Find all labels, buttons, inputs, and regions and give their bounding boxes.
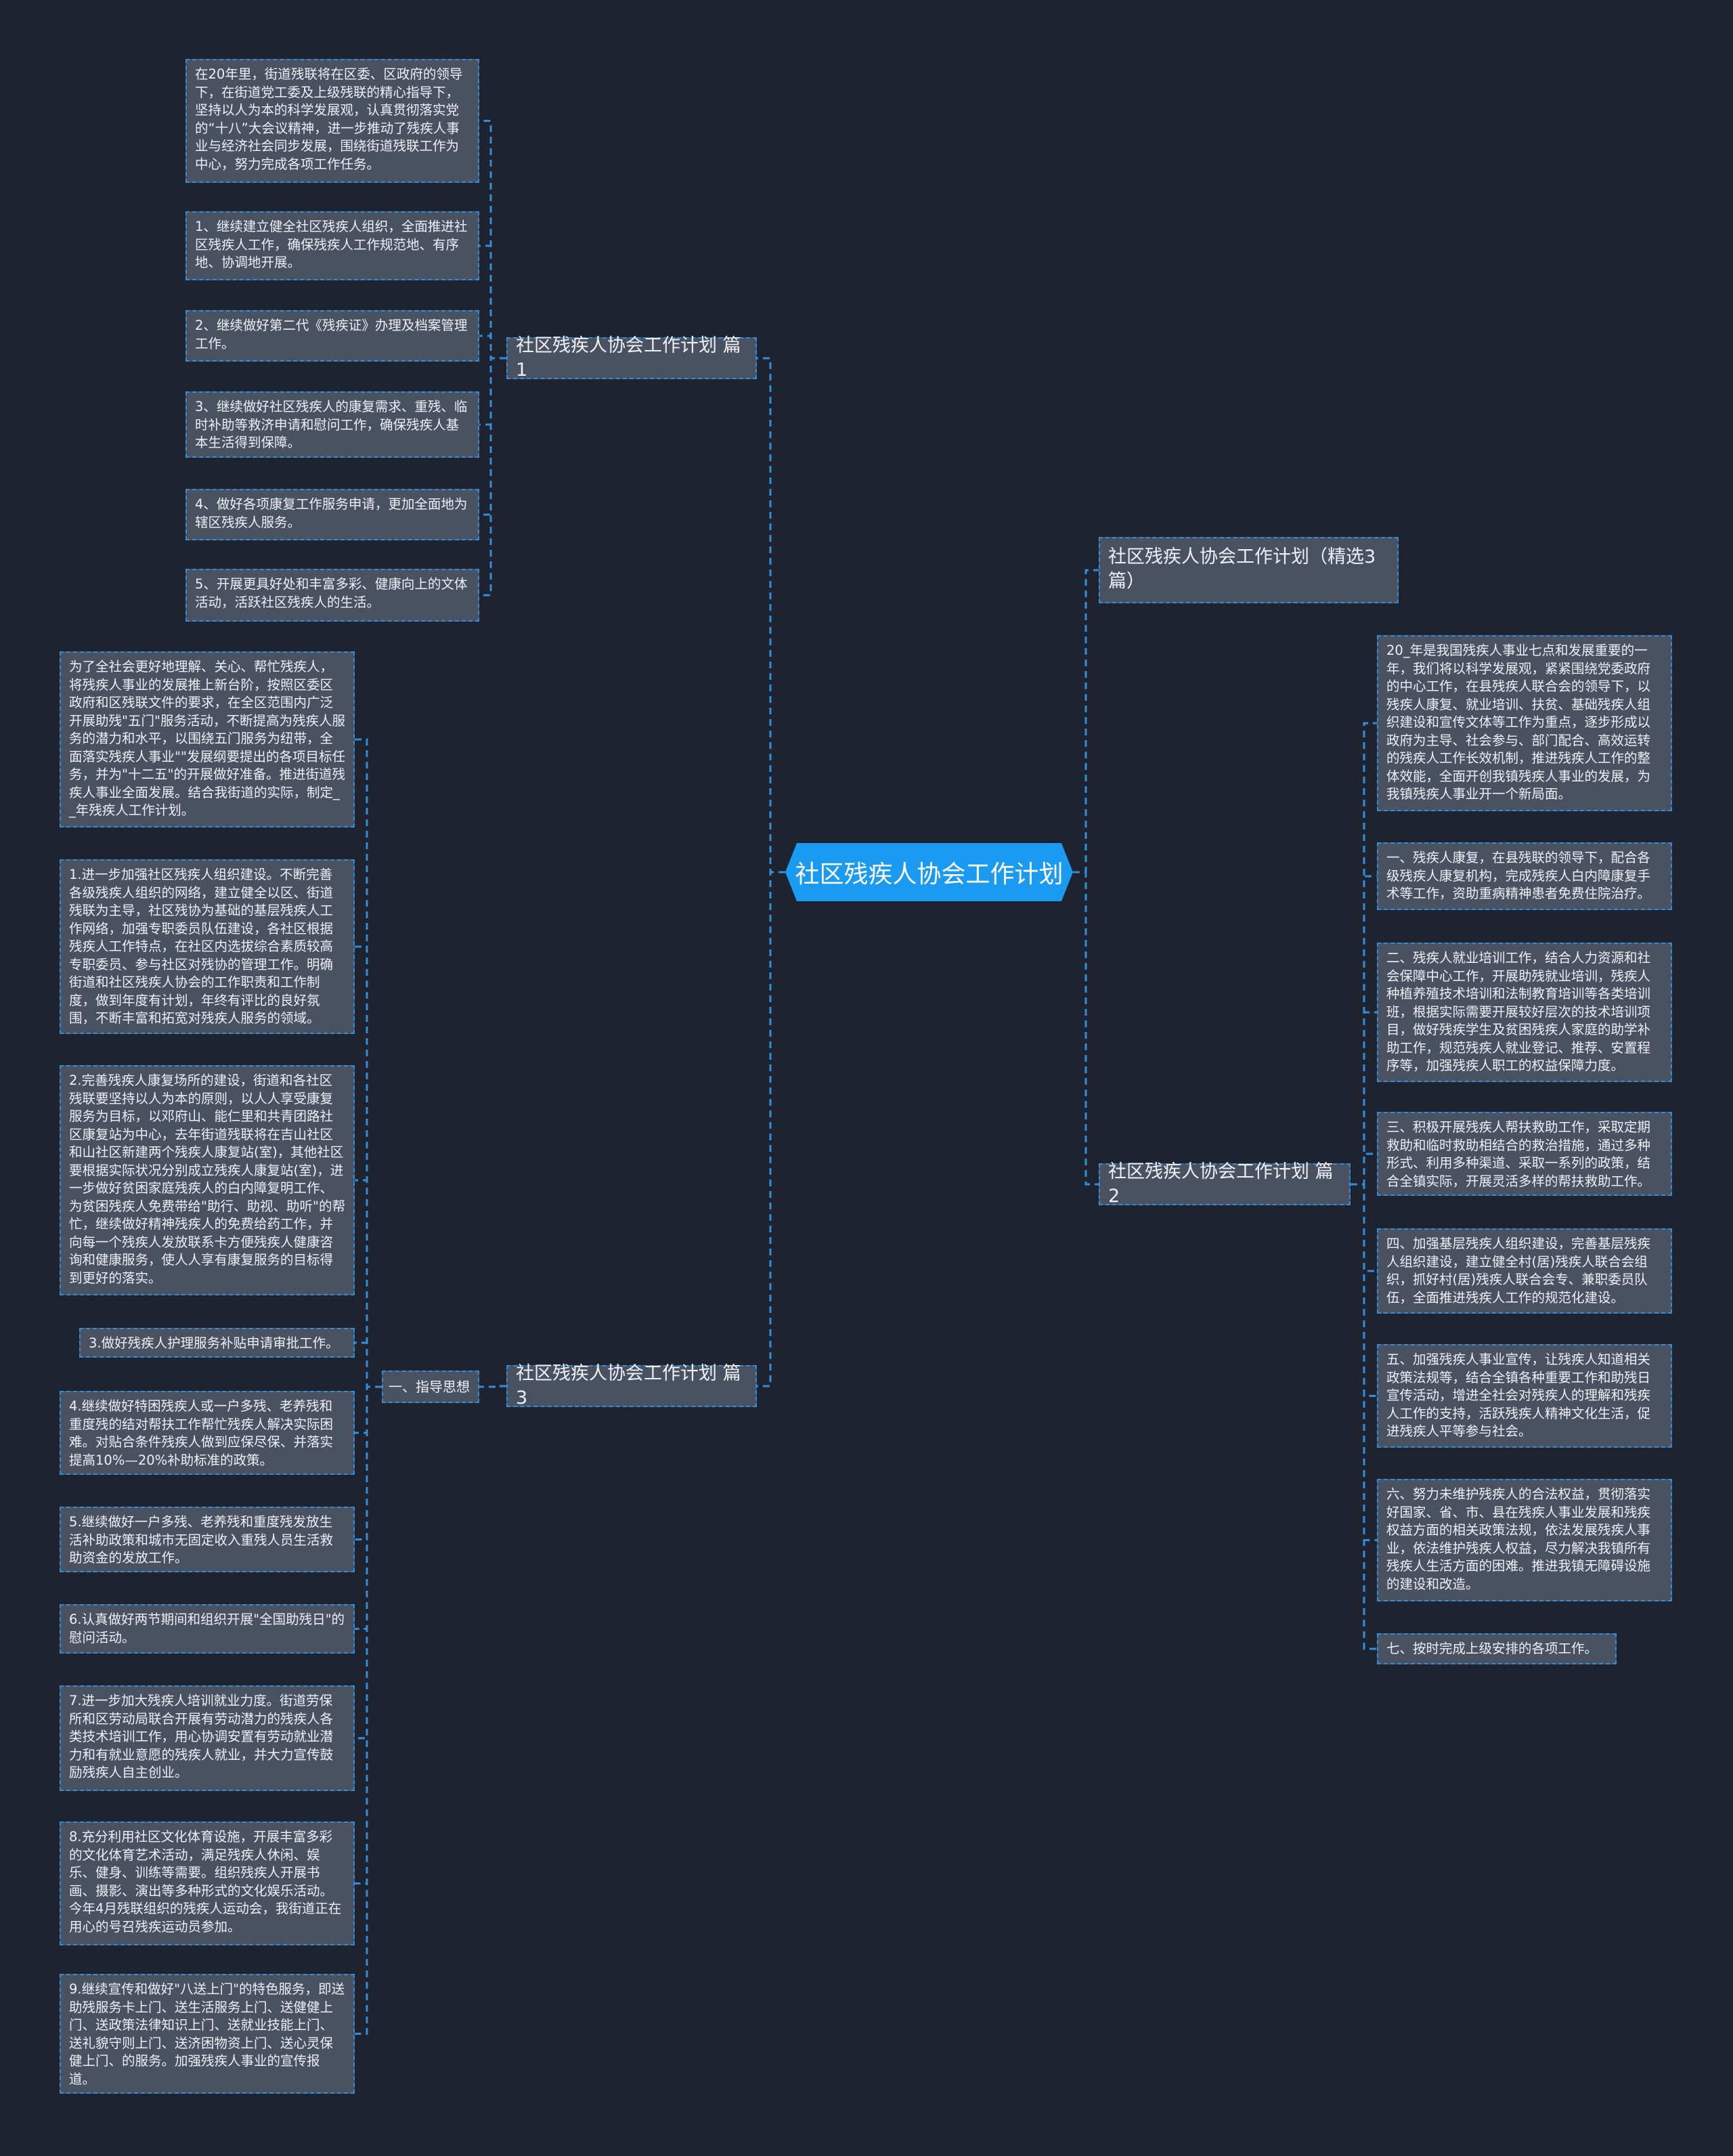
plan3-item[interactable]: 3.做好残疾人护理服务补贴申请审批工作。: [79, 1328, 355, 1358]
connector: [1351, 875, 1377, 1186]
plan3-item[interactable]: 9.继续宣传和做好"八送上门"的特色服务，即送助残服务卡上门、送生活服务上门、送…: [60, 1974, 355, 2094]
plan3-topic[interactable]: 社区残疾人协会工作计划 篇3: [506, 1363, 757, 1408]
connector: [757, 357, 785, 874]
connector: [355, 1385, 382, 1630]
connector: [355, 738, 382, 1388]
plan2-topic[interactable]: 社区残疾人协会工作计划 篇2: [1099, 1161, 1351, 1207]
plan3-label: 社区残疾人协会工作计划 篇3: [516, 1363, 741, 1408]
connector: [355, 1385, 382, 1434]
plan1-topic[interactable]: 社区残疾人协会工作计划 篇1: [506, 335, 757, 381]
connector: [479, 357, 506, 597]
connector: [355, 945, 382, 1388]
plan2-item[interactable]: 六、努力未维护残疾人的合法权益，贯彻落实好国家、省、市、县在残疾人事业发展和残疾…: [1377, 1479, 1672, 1601]
connector: [1351, 1011, 1377, 1186]
connector: [1073, 569, 1099, 874]
connector: [355, 1385, 382, 1540]
plan1-item[interactable]: 2、继续做好第二代《残疾证》办理及档案管理工作。: [185, 310, 479, 362]
connector: [1351, 1183, 1377, 1541]
plan3-item[interactable]: 2.完善残疾人康复场所的建设，街道和各社区残联要坚持以人为本的原则，以人人享受康…: [60, 1065, 355, 1295]
connector: [479, 357, 506, 426]
connector: [1351, 1183, 1377, 1397]
connector: [355, 1385, 382, 1740]
plan3-item[interactable]: 7.进一步加大残疾人培训就业力度。街道劳保所和区劳动局联合开展有劳动潜力的残疾人…: [60, 1685, 355, 1791]
plan2-item[interactable]: 七、按时完成上级安排的各项工作。: [1377, 1633, 1617, 1664]
connector: [479, 335, 506, 360]
plan3-guiding-idea-topic[interactable]: 一、指导思想: [382, 1371, 479, 1403]
root-topic[interactable]: 社区残疾人协会工作计划: [785, 843, 1073, 901]
plan1-item[interactable]: 3、继续做好社区残疾人的康复需求、重残、临时补助等救济申请和慰问工作，确保残疾人…: [185, 391, 479, 458]
plan3-item[interactable]: 为了全社会更好地理解、关心、帮忙残疾人，将残疾人事业的发展推上新台阶，按照区委区…: [60, 651, 355, 827]
connector: [479, 120, 506, 360]
plan2-item[interactable]: 五、加强残疾人事业宣传，让残疾人知道相关政策法规等，结合全镇各种重要工作和助残日…: [1377, 1344, 1672, 1448]
plan1-item[interactable]: 5、开展更具好处和丰富多彩、健康向上的文体活动，活跃社区残疾人的生活。: [185, 569, 479, 622]
plan2-item[interactable]: 20_年是我国残疾人事业七点和发展重要的一年，我们将以科学发展观，紧紧围绕党委政…: [1377, 635, 1672, 811]
connector: [355, 1385, 382, 1884]
plan2-item[interactable]: 三、积极开展残疾人帮扶救助工作，采取定期救助和临时救助相结合的救治措施，通过多种…: [1377, 1112, 1672, 1196]
connector: [1351, 1152, 1377, 1186]
plan2-label: 社区残疾人协会工作计划 篇2: [1108, 1161, 1334, 1207]
plan2-item[interactable]: 二、残疾人就业培训工作，结合人力资源和社会保障中心工作，开展助残就业培训，残疾人…: [1377, 943, 1672, 1082]
connector: [1351, 1183, 1377, 1272]
connector: [479, 357, 506, 516]
plan1-label: 社区残疾人协会工作计划 篇1: [516, 335, 741, 381]
plan3-item[interactable]: 5.继续做好一户多残、老养残和重度残发放生活补助政策和城市无固定收入重残人员生活…: [60, 1507, 355, 1572]
connector: [479, 244, 506, 360]
connector: [479, 1385, 506, 1388]
plan3-item[interactable]: 8.充分利用社区文化体育设施，开展丰富多彩的文化体育艺术活动，满足残疾人休闲、娱…: [60, 1821, 355, 1945]
plan3-item[interactable]: 1.进一步加强社区残疾人组织建设。不断完善各级残疾人组织的网络，建立健全以区、街…: [60, 859, 355, 1034]
connector: [757, 871, 785, 1387]
connector: [1351, 722, 1377, 1186]
connector: [1073, 871, 1099, 1186]
title-topic-label: 社区残疾人协会工作计划（精选3篇）: [1108, 546, 1376, 592]
plan3-sub-label: 一、指导思想: [389, 1379, 470, 1395]
plan1-item[interactable]: 在20年里，街道残联将在区委、区政府的领导下，在街道党工委及上级残联的精心指导下…: [185, 59, 479, 183]
plan3-item[interactable]: 4.继续做好特困残疾人或一户多残、老养残和重度残的结对帮扶工作帮忙残疾人解决实际…: [60, 1391, 355, 1475]
connector: [355, 1385, 382, 2035]
plan2-item[interactable]: 一、残疾人康复，在县残联的领导下，配合各级残疾人康复机构，完成残疾人白内障康复手…: [1377, 842, 1672, 910]
connector: [355, 1341, 382, 1388]
connector: [1351, 1183, 1377, 1650]
title-topic[interactable]: 社区残疾人协会工作计划（精选3篇）: [1099, 537, 1399, 603]
plan1-item[interactable]: 1、继续建立健全社区残疾人组织，全面推进社区残疾人工作，确保残疾人工作规范地、有…: [185, 211, 479, 280]
plan1-item[interactable]: 4、做好各项康复工作服务申请，更加全面地为辖区残疾人服务。: [185, 489, 479, 540]
root-label: 社区残疾人协会工作计划: [795, 861, 1063, 888]
connector: [355, 1179, 382, 1388]
plan2-item[interactable]: 四、加强基层残疾人组织建设，完善基层残疾人组织建设，建立健全村(居)残疾人联合会…: [1377, 1228, 1672, 1314]
plan3-item[interactable]: 6.认真做好两节期间和组织开展"全国助残日"的慰问活动。: [60, 1604, 355, 1654]
